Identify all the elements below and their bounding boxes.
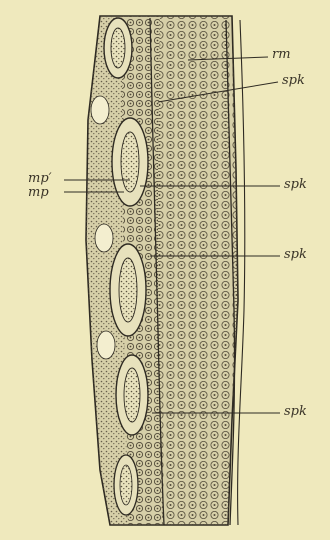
gap-3 xyxy=(97,331,115,359)
label-spk-1: spk xyxy=(282,74,305,88)
tubule-3 xyxy=(110,244,146,336)
outer-membrane xyxy=(238,20,245,525)
tissue-section xyxy=(86,16,245,525)
label-spk-3: spk xyxy=(284,248,307,262)
label-spk-2: spk xyxy=(284,178,307,192)
label-spk-4: spk xyxy=(284,405,307,419)
gap-2 xyxy=(95,224,113,252)
label-mp-prime: mp′ xyxy=(28,172,52,186)
label-rm: rm xyxy=(272,48,291,62)
tubule-5 xyxy=(114,455,138,515)
tubule-2 xyxy=(112,118,148,206)
gap-1 xyxy=(91,96,109,124)
outer-cell-layer xyxy=(158,16,238,525)
tubule-1 xyxy=(104,18,132,78)
label-mp: mp xyxy=(28,186,49,200)
tubule-4 xyxy=(116,355,148,435)
